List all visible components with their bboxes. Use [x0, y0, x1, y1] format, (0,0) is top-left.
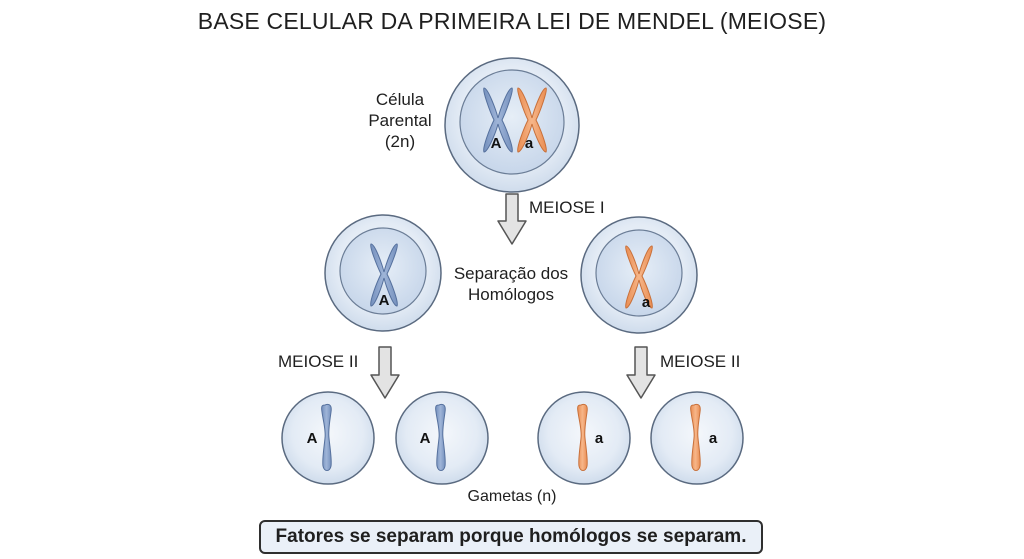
gamete-3-chromatid [577, 403, 588, 471]
gamete-2-chromatid [435, 403, 446, 471]
parent-cell-nucleus [459, 69, 565, 175]
parent-allele-A: A [491, 135, 502, 152]
gamete-2: A [395, 391, 489, 485]
meiosis-1-label: MEIOSE I [529, 198, 605, 217]
page-title: BASE CELULAR DA PRIMEIRA LEI DE MENDEL (… [197, 8, 827, 34]
parent-cell: A a [444, 57, 580, 193]
daughter-left-blue-chromosome [370, 243, 398, 307]
gametes-label: Gametas (n) [467, 488, 557, 505]
gamete-4-allele: a [709, 430, 718, 447]
parent-allele-a: a [525, 135, 534, 152]
daughter-cell-left: A [324, 214, 442, 332]
gamete-3: a [537, 391, 631, 485]
parent-cell-label-line-3: (2n) [384, 132, 416, 151]
gamete-1-allele: A [307, 430, 318, 447]
parent-blue-chromosome [483, 87, 513, 153]
daughter-right-allele: a [642, 294, 651, 311]
meiosis-1-arrow [497, 193, 527, 245]
parent-orange-chromosome [517, 87, 547, 153]
gamete-2-allele: A [420, 430, 431, 447]
daughter-cell-right: a [580, 216, 698, 334]
conclusion-box: Fatores se separam porque homólogos se s… [259, 520, 763, 554]
meiosis-2-left-label: MEIOSE II [278, 352, 359, 371]
meiosis-2-left-arrow [370, 346, 400, 399]
parent-cell-label-line-1: Célula [375, 90, 425, 109]
daughter-left-allele: A [379, 292, 390, 309]
meiosis-2-right-arrow [626, 346, 656, 399]
gamete-3-allele: a [595, 430, 604, 447]
homolog-separation-label: Separação dos Homólogos [446, 263, 576, 305]
gamete-1-chromatid [321, 403, 332, 471]
gamete-4-chromatid [690, 403, 701, 471]
parent-cell-label-line-2: Parental [368, 111, 432, 130]
daughter-right-orange-chromosome [625, 245, 653, 309]
gamete-4: a [650, 391, 744, 485]
homolog-separation-line-2: Homólogos [468, 285, 554, 304]
gamete-1: A [281, 391, 375, 485]
homolog-separation-line-1: Separação dos [453, 264, 569, 283]
meiosis-2-right-label: MEIOSE II [660, 352, 741, 371]
parent-cell-label: Célula Parental (2n) [360, 89, 440, 152]
